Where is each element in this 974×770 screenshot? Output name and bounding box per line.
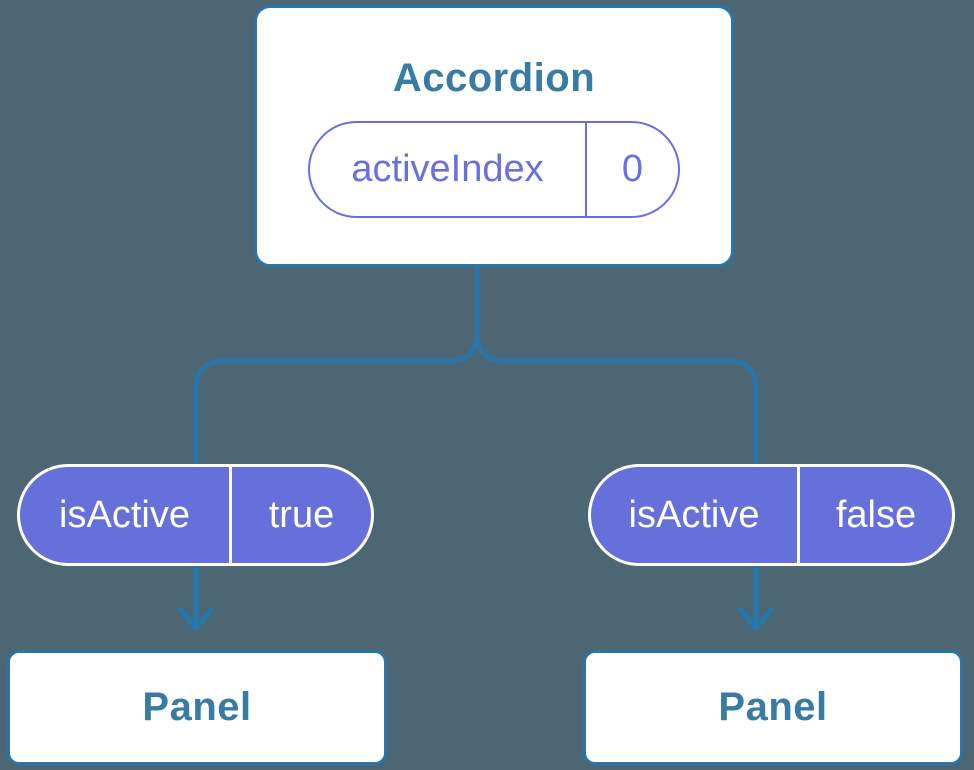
prop-pill-value: true bbox=[268, 493, 335, 536]
panel-component-node-right: Panel bbox=[583, 650, 963, 765]
tree-branch-left-connector bbox=[193, 266, 480, 466]
state-pill: activeIndex 0 bbox=[308, 121, 680, 218]
panel-title: Panel bbox=[718, 685, 828, 729]
panel-title: Panel bbox=[142, 685, 252, 729]
tree-branch-right-connector bbox=[474, 266, 759, 466]
state-pill-label: activeIndex bbox=[310, 123, 587, 216]
arrow-down-icon bbox=[738, 563, 774, 631]
panel-component-node-left: Panel bbox=[7, 650, 387, 765]
accordion-component-node: Accordion activeIndex 0 bbox=[254, 5, 734, 267]
arrow-down-icon bbox=[178, 563, 214, 631]
prop-pill-isactive-false: isActive false bbox=[588, 464, 955, 566]
prop-pill-isactive-true: isActive true bbox=[17, 464, 374, 566]
component-title: Accordion bbox=[392, 56, 596, 100]
state-pill-value: 0 bbox=[621, 148, 644, 190]
prop-pill-label: isActive bbox=[591, 467, 800, 563]
prop-pill-value: false bbox=[835, 493, 917, 536]
prop-pill-label: isActive bbox=[20, 467, 232, 563]
